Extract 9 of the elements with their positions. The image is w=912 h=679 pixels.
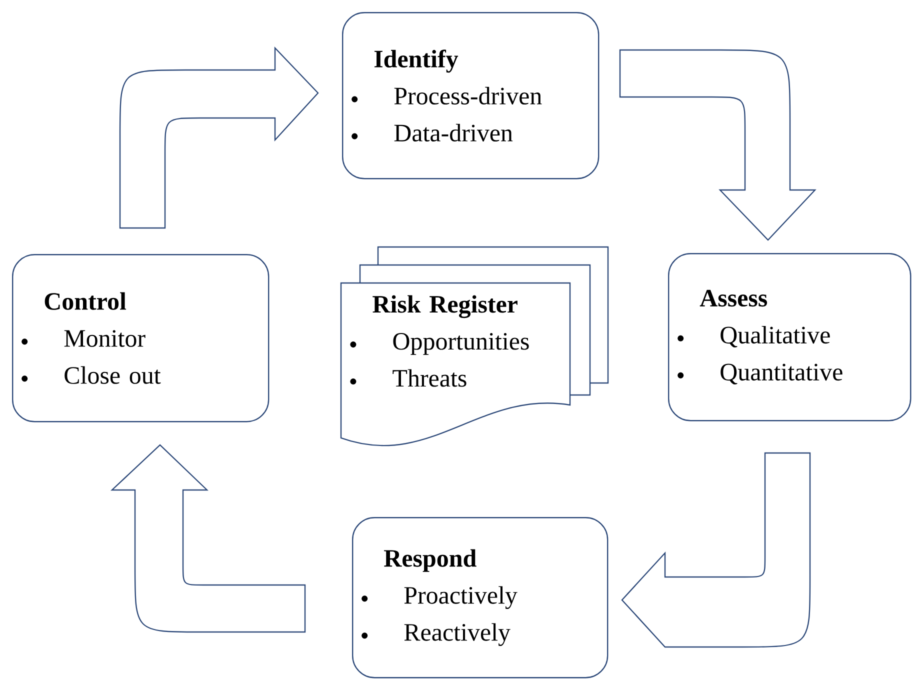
block-arrow	[119, 47, 319, 229]
process-box: Identify Process-driven Data-driven	[342, 12, 600, 180]
block-arrow	[621, 452, 811, 648]
block-arrow	[619, 49, 816, 241]
block-arrow	[111, 444, 306, 633]
process-box: Assess Qualitative Quantitative	[668, 253, 912, 422]
process-box: Control Monitor Close out	[12, 254, 270, 422]
document-stack: Risk Register Opportunities Threats	[340, 246, 609, 446]
process-box: Respond Proactively Reactively	[352, 517, 608, 678]
